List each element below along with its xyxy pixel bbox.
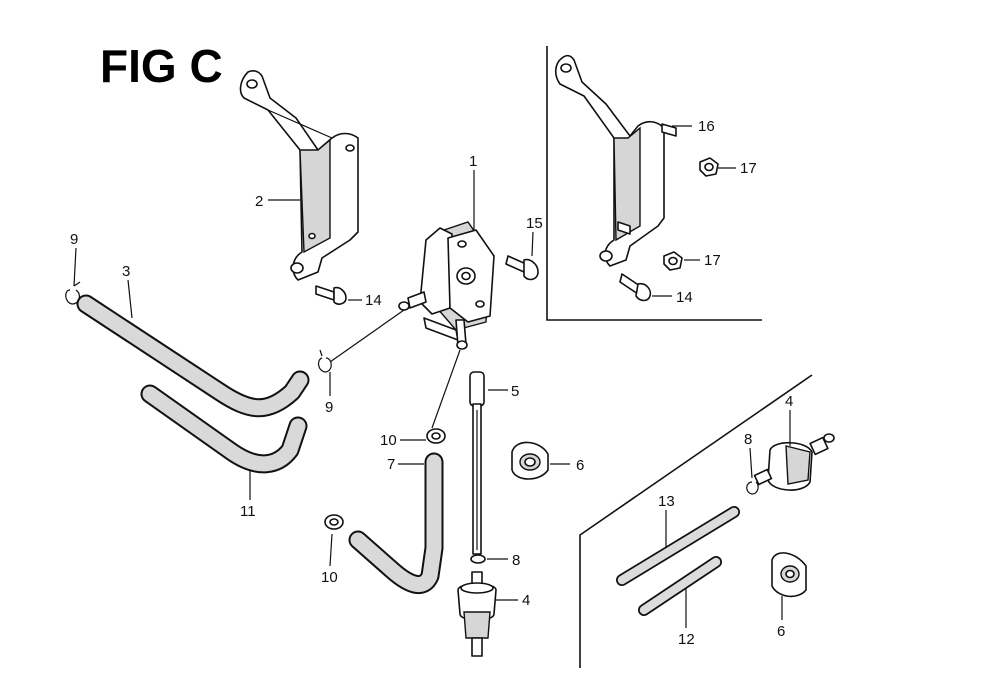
grommet-part-6-main	[511, 441, 549, 480]
fuel-filter-part-4-inset	[753, 433, 835, 491]
callout-15: 15	[526, 215, 543, 232]
grommet-part-6-inset	[771, 552, 807, 598]
figure-title: FIG C	[100, 40, 223, 92]
callout-8-main: 8	[512, 552, 520, 569]
callout-4-inset: 4	[785, 393, 793, 410]
hose-clip-part-10-lower	[324, 514, 344, 530]
hose-clip-part-9-center	[317, 349, 332, 373]
callout-9-left: 9	[70, 231, 78, 248]
callout-10-lower: 10	[321, 569, 338, 586]
callout-7: 7	[387, 456, 395, 473]
callout-13: 13	[658, 493, 675, 510]
nut-part-17-lower	[663, 251, 683, 271]
inset-frame-top-right	[546, 46, 762, 321]
nut-part-17-upper	[699, 157, 719, 177]
fuel-tube-part-12	[638, 556, 722, 616]
hose-clip-part-10-upper	[426, 428, 446, 444]
hose-clip-part-9-left	[65, 281, 81, 305]
callout-14-inset: 14	[676, 289, 693, 306]
fuel-hose-part-7	[348, 452, 444, 594]
callout-14-main: 14	[365, 292, 382, 309]
callout-12: 12	[678, 631, 695, 648]
callout-2: 2	[255, 193, 263, 210]
clip-part-8-inset	[746, 481, 759, 495]
inset-frame-bottom-right	[579, 374, 813, 668]
callout-17-upper: 17	[740, 160, 757, 177]
fuel-pump-part-1	[398, 221, 495, 350]
callout-16: 16	[698, 118, 715, 135]
callout-1: 1	[469, 153, 477, 170]
callout-9-center: 9	[325, 399, 333, 416]
fuel-filter-part-4-main	[457, 571, 497, 657]
fuel-hose-part-3	[76, 294, 310, 418]
bracket-part-16	[554, 54, 677, 267]
callout-10-upper: 10	[380, 432, 397, 449]
bolt-part-15	[505, 255, 539, 281]
bolt-part-14-inset	[619, 273, 652, 302]
callout-labels: 1 2 3 9 14 9 15 5 10 7 6 11 10 8 4 13 12…	[70, 118, 793, 648]
callout-3: 3	[122, 263, 130, 280]
callout-5: 5	[511, 383, 519, 400]
callout-11: 11	[240, 503, 256, 520]
fuel-hose-part-11	[140, 384, 308, 474]
callout-6-inset: 6	[777, 623, 785, 640]
fuel-tube-part-5	[469, 371, 485, 555]
callout-8-inset: 8	[744, 431, 752, 448]
callout-6-main: 6	[576, 457, 584, 474]
fuel-tube-part-13	[616, 506, 740, 586]
bolt-part-14-main	[315, 285, 347, 305]
callout-17-lower: 17	[704, 252, 721, 269]
leader-lines	[73, 125, 791, 628]
callout-4-main: 4	[522, 592, 530, 609]
bracket-part-2	[239, 70, 359, 281]
clip-part-8-main	[470, 554, 486, 564]
